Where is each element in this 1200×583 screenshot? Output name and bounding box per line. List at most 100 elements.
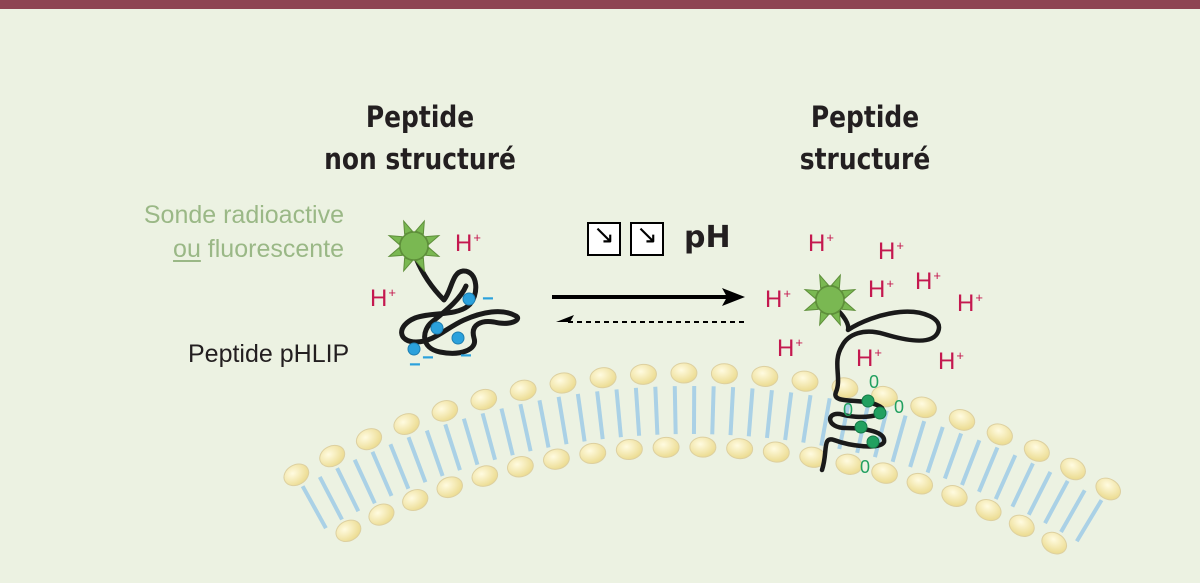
lipid-head bbox=[652, 436, 680, 458]
proton-symbol: H bbox=[808, 230, 826, 257]
proton-label: H+ bbox=[808, 230, 834, 258]
lipid-tail bbox=[1026, 471, 1053, 516]
lipid-head bbox=[629, 363, 657, 385]
structured-peptide bbox=[819, 297, 942, 473]
negative-charge-site bbox=[462, 292, 476, 306]
title-unstructured: Peptide non structuré bbox=[308, 96, 532, 180]
lipid-tail bbox=[633, 387, 642, 436]
lipid-tail bbox=[908, 420, 927, 468]
proton-charge: + bbox=[783, 286, 791, 301]
ph-decrease-boxes bbox=[587, 222, 664, 256]
peptide-label: Peptide pHLIP bbox=[188, 340, 350, 368]
negative-charge-sign: − bbox=[460, 345, 472, 367]
probe-label-or: ou bbox=[173, 235, 201, 263]
proton-symbol: H bbox=[370, 285, 388, 312]
proton-label: H+ bbox=[765, 286, 791, 314]
lipid-tail bbox=[1059, 489, 1087, 534]
lipid-head bbox=[975, 499, 1002, 522]
lipid-head bbox=[835, 453, 863, 475]
lipid-tail bbox=[556, 396, 569, 445]
lipid-head bbox=[355, 428, 383, 451]
title-unstructured-line2: non structuré bbox=[324, 142, 516, 176]
proton-symbol: H bbox=[856, 345, 874, 372]
lipid-tail bbox=[352, 458, 377, 505]
negative-charge-sign: − bbox=[482, 288, 494, 310]
lipid-tail bbox=[370, 451, 394, 497]
lipid-head bbox=[906, 472, 934, 495]
title-structured-line1: Peptide bbox=[810, 100, 920, 134]
proton-label: H+ bbox=[455, 230, 481, 258]
proton-symbol: H bbox=[455, 230, 473, 257]
lipid-head bbox=[986, 423, 1013, 446]
proton-charge: + bbox=[886, 276, 894, 291]
lipid-tail bbox=[942, 432, 964, 480]
lipid-head bbox=[509, 379, 537, 401]
lipid-tail bbox=[614, 389, 623, 438]
neutral-charge-sign: 0 bbox=[860, 457, 871, 477]
lipid-head bbox=[579, 442, 607, 464]
lipid-head bbox=[871, 462, 898, 484]
proton-symbol: H bbox=[777, 335, 795, 362]
unstructured-peptide bbox=[399, 255, 520, 356]
ph-label: pH bbox=[684, 220, 731, 255]
lipid-head bbox=[910, 396, 937, 419]
proton-label: H+ bbox=[938, 348, 964, 376]
lipid-tail bbox=[746, 388, 755, 437]
ph-decrease-box-2 bbox=[630, 222, 664, 256]
proton-charge: + bbox=[388, 285, 396, 300]
lipid-tail bbox=[335, 467, 361, 513]
negative-charge-sign: − bbox=[422, 347, 434, 369]
neutral-charge-sign: 0 bbox=[843, 400, 854, 420]
lipid-tail bbox=[672, 386, 678, 435]
protonated-site bbox=[861, 394, 875, 408]
protonated-site bbox=[854, 420, 868, 434]
proton-symbol: H bbox=[957, 290, 975, 317]
peptide-chain-right bbox=[819, 297, 942, 473]
ph-decrease-box-1 bbox=[587, 222, 621, 256]
lipid-head bbox=[470, 388, 498, 411]
peptide-chain-left bbox=[399, 255, 520, 356]
probe-right bbox=[803, 273, 857, 327]
neutral-charge-sign: 0 bbox=[894, 397, 905, 417]
title-structured-line2: structuré bbox=[799, 142, 931, 176]
lipid-head bbox=[471, 465, 499, 487]
lipid-head bbox=[726, 438, 754, 460]
proton-symbol: H bbox=[868, 276, 886, 303]
reverse-arrow-head bbox=[556, 315, 574, 322]
lipid-head bbox=[507, 456, 534, 478]
proton-charge: + bbox=[933, 268, 941, 283]
lipid-head bbox=[368, 503, 395, 526]
proton-charge: + bbox=[956, 348, 964, 363]
probe-left bbox=[387, 219, 441, 273]
lipid-tail bbox=[653, 386, 660, 435]
negative-charge-site bbox=[451, 331, 465, 345]
lipid-tail bbox=[764, 390, 774, 439]
lipid-tail bbox=[977, 446, 1000, 493]
lipid-tail bbox=[783, 392, 794, 441]
negative-charge-site bbox=[407, 342, 421, 356]
lipid-head bbox=[710, 363, 738, 385]
proton-charge: + bbox=[896, 238, 904, 253]
lipid-head bbox=[1041, 531, 1068, 555]
lipid-head bbox=[283, 463, 310, 487]
lipid-tail bbox=[960, 439, 982, 486]
equilibrium-arrows bbox=[552, 288, 745, 323]
proton-charge: + bbox=[795, 335, 803, 350]
probe-core bbox=[399, 231, 429, 261]
proton-label: H+ bbox=[777, 335, 803, 363]
lipid-tail bbox=[890, 415, 908, 463]
proton-label: H+ bbox=[370, 285, 396, 313]
lipid-head bbox=[670, 362, 698, 384]
proton-charge: + bbox=[826, 230, 834, 245]
proton-label: H+ bbox=[856, 345, 882, 373]
lipid-tail bbox=[595, 391, 605, 440]
lipid-tail bbox=[499, 408, 515, 456]
lipid-tail bbox=[993, 454, 1018, 500]
lipid-tail bbox=[317, 476, 344, 521]
lipid-tail bbox=[300, 485, 328, 530]
neutral-charge-sign: 0 bbox=[869, 372, 880, 392]
lipid-tail bbox=[424, 429, 445, 477]
lipid-head bbox=[1060, 457, 1086, 481]
lipid-tail bbox=[1010, 462, 1035, 508]
